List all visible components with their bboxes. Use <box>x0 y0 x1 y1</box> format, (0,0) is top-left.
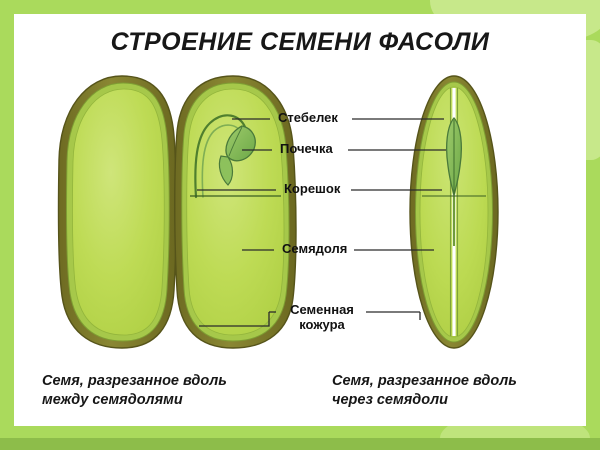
poster-card: СТРОЕНИЕ СЕМЕНИ ФАСОЛИ <box>14 14 586 426</box>
caption-right-line1: Семя, разрезанное вдоль <box>332 373 517 389</box>
caption-right-specimen: Семя, разрезанное вдоль через семядоли <box>332 372 582 410</box>
frame-bottom-band <box>0 438 600 450</box>
label-pochechka: Почечка <box>280 141 333 156</box>
left-seed-half-plain <box>57 75 177 349</box>
caption-left-line1: Семя, разрезанное вдоль <box>42 373 227 389</box>
seed-diagram <box>14 14 586 426</box>
leader-lines <box>197 118 446 327</box>
label-semennaya-kozhura-line2: кожура <box>299 317 345 332</box>
label-semennaya-kozhura-line1: Семенная <box>290 302 354 317</box>
seed-diagram-svg <box>57 75 499 349</box>
label-stebelek: Стебелек <box>278 110 338 125</box>
label-koreshok: Корешок <box>284 181 341 196</box>
caption-right-line2: через семядоли <box>332 392 448 408</box>
label-semyadolya: Семядоля <box>282 241 348 256</box>
caption-left-line2: между семядолями <box>42 392 183 408</box>
label-semennaya-kozhura: Семенная кожура <box>276 302 368 332</box>
caption-left-specimen: Семя, разрезанное вдоль между семядолями <box>42 372 292 410</box>
right-seed-whole <box>409 75 499 349</box>
page-title: СТРОЕНИЕ СЕМЕНИ ФАСОЛИ <box>110 28 490 56</box>
